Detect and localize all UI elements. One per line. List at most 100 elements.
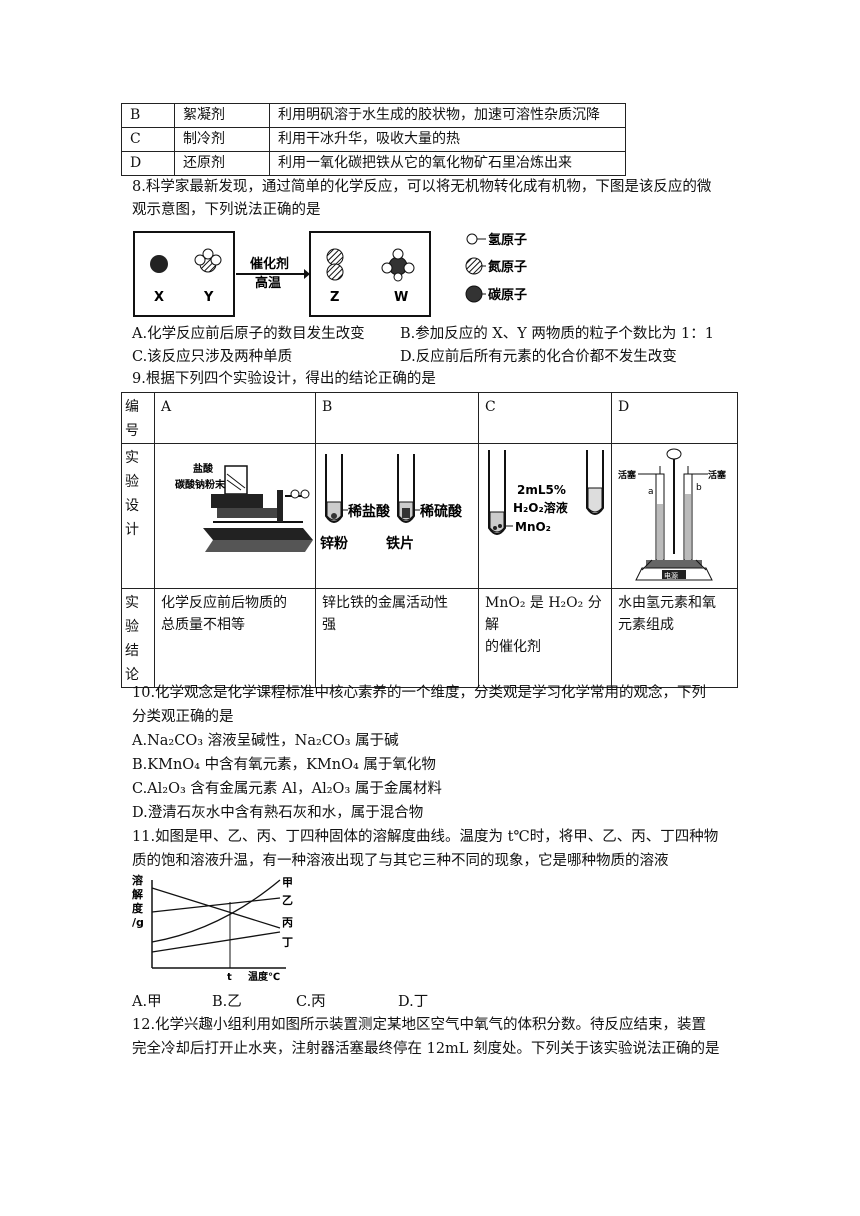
q11-stem-line2: 质的饱和溶液升温，有一种溶液出现了与其它三种不同的现象，它是哪种物质的溶液 [132,853,669,869]
q10-stem-line1: 10.化学观念是化学课程标准中核心素养的一个维度，分类观是学习化学常用的观念，下… [132,685,707,701]
q9-table: 编号 A B C D 实验设计 盐酸 碳酸钠粉末 [121,392,738,688]
conclusion-d: 水由氢元素和氧元素组成 [618,595,716,633]
design-label-cell: 实验设计 [121,443,155,589]
ylabel-3: 度 [132,901,144,915]
col-b-header: B [322,399,333,415]
col-c-header: C [485,399,496,415]
arrow-head-icon [304,269,310,279]
label-h2o2-solution: H₂O₂溶液 [513,500,568,515]
curve-label-jia: 甲 [282,876,293,889]
label-piston-b: 活塞 [708,469,727,481]
curve-label-yi: 乙 [282,894,293,907]
reactant-box [133,231,235,317]
table-row: C 制冷剂 利用干冰升华，吸收大量的热 [121,127,626,152]
conclusion-c: MnO₂ 是 H₂O₂ 分解的催化剂 [485,595,602,655]
table-row: 实验设计 盐酸 碳酸钠粉末 [121,443,738,589]
conclusion-label-cell: 实验结论 [121,588,155,688]
balance-experiment-image: 盐酸 碳酸钠粉末 [175,462,313,552]
q8-stem-line2: 观示意图，下列说法正确的是 [132,202,321,218]
label-zinc-powder: 锌粉 [320,535,348,552]
label-sodium-carbonate: 碳酸钠粉末 [175,478,226,491]
label-x: X [154,290,164,305]
row-letter: D [121,151,175,176]
molecule-y-icon [194,248,222,273]
q11-option-d: D.丁 [398,994,429,1010]
q9-stem: 9.根据下列四个实验设计，得出的结论正确的是 [132,371,436,387]
q10-option-d: D.澄清石灰水中含有熟石灰和水，属于混合物 [132,805,424,821]
legend-carbon: 碳原子 [488,287,527,303]
col-a-header: A [161,399,172,415]
carbon-atom-legend-icon [465,285,483,303]
molecule-w-icon [381,248,415,282]
t-label: t [227,972,232,983]
q11-option-a: A.甲 [132,994,162,1010]
label-y: Y [203,290,214,305]
table-row: 实验结论 化学反应前后物质的总质量不相等 锌比铁的金属活动性强 MnO₂ 是 H… [121,588,738,688]
label-2ml-5pct: 2mL5% [517,483,566,497]
label-iron-sheet: 铁片 [386,535,414,552]
row-name: 制冷剂 [174,127,270,152]
curve-label-ding: 丁 [282,936,293,949]
table-row: 编号 A B C D [121,392,738,444]
nitrogen-atom-icon [465,257,483,275]
label-w: W [394,290,408,305]
q8-stem-line1: 8.科学家最新发现，通过简单的化学反应，可以将无机物转化成有机物，下图是该反应的… [132,179,712,195]
ylabel-1: 溶 [132,873,143,887]
label-dilute-hcl: 稀盐酸 [348,503,391,520]
q12-stem-line2: 完全冷却后打开止水夹，注射器活塞最终停在 12mL 刻度处。下列关于该实验说法正… [132,1041,720,1057]
q8-option-d: D.反应前后所有元素的化合价都不发生改变 [400,349,677,365]
test-tubes-experiment-image: 稀盐酸 稀硫酸 锌粉 铁片 [320,454,463,552]
q8-option-c: C.该反应只涉及两种单质 [132,349,293,365]
top-table: B 絮凝剂 利用明矾溶于水生成的胶状物，加速可溶性杂质沉降 C 制冷剂 利用干冰… [121,103,626,176]
label-piston-a: 活塞 [618,469,637,481]
q8-option-a: A.化学反应前后原子的数目发生改变 [132,326,365,342]
row-name: 絮凝剂 [174,103,270,128]
header-label-cell: 编号 [121,392,155,444]
q8-reaction-diagram: X Y 催化剂 高温 Z W 氢原子 氮原子 碳原子 [133,231,527,317]
molecule-z-icon [326,248,344,281]
row-name: 还原剂 [174,151,270,176]
curve-yi [151,897,281,913]
q12-stem-line1: 12.化学兴趣小组利用如图所示装置测定某地区空气中氧气的体积分数。待反应结束，装… [132,1017,707,1033]
label-mno2: MnO₂ [515,520,551,534]
condition-label: 高温 [255,275,281,291]
xlabel: 温度℃ [248,970,280,983]
conclusion-a: 化学反应前后物质的总质量不相等 [161,595,287,633]
carbon-atom-icon [150,255,168,273]
table-row: D 还原剂 利用一氧化碳把铁从它的氧化物矿石里冶炼出来 [121,151,626,176]
h2o2-experiment-image: 2mL5% H₂O₂溶液 MnO₂ [488,450,604,535]
curve-ding [151,931,281,953]
curve-label-bing: 丙 [282,916,293,929]
label-b: b [696,483,702,493]
curve-jia [151,879,281,943]
solubility-curve-graph: 溶 解 度 /g 甲 乙 丙 丁 t 温度℃ [132,873,293,983]
electrolysis-experiment-image: 活塞 活塞 a b 电源 [618,448,727,581]
q11-option-b: B.乙 [212,994,242,1010]
catalyst-label: 催化剂 [250,256,289,272]
q11-option-c: C.丙 [296,994,326,1010]
label-a: a [648,487,654,497]
col-d-header: D [618,399,630,415]
label-hydrochloric-acid: 盐酸 [193,462,214,475]
q10-stem-line2: 分类观正确的是 [132,709,234,725]
q11-stem-line1: 11.如图是甲、乙、丙、丁四种固体的溶解度曲线。温度为 t℃时，将甲、乙、丙、丁… [132,829,719,845]
q10-option-a: A.Na₂CO₃ 溶液呈碱性，Na₂CO₃ 属于碱 [132,733,399,749]
row-desc: 利用干冰升华，吸收大量的热 [269,127,626,152]
ylabel-2: 解 [132,887,143,901]
row-letter: C [121,127,175,152]
row-letter: B [121,103,175,128]
label-power-source: 电源 [664,571,678,580]
hydrogen-atom-icon [466,233,478,245]
row-desc: 利用一氧化碳把铁从它的氧化物矿石里冶炼出来 [269,151,626,176]
conclusion-b: 锌比铁的金属活动性强 [322,595,448,633]
row-desc: 利用明矾溶于水生成的胶状物，加速可溶性杂质沉降 [269,103,626,128]
legend-nitrogen: 氮原子 [488,259,527,275]
q8-option-b: B.参加反应的 X、Y 两物质的粒子个数比为 1：1 [400,326,714,342]
label-dilute-h2so4: 稀硫酸 [420,503,463,520]
legend-hydrogen: 氢原子 [488,232,527,248]
q10-option-c: C.Al₂O₃ 含有金属元素 Al，Al₂O₃ 属于金属材料 [132,781,442,797]
label-z: Z [330,290,339,305]
curve-bing [151,887,281,929]
ylabel-4: /g [132,916,144,929]
table-row: B 絮凝剂 利用明矾溶于水生成的胶状物，加速可溶性杂质沉降 [121,103,626,128]
